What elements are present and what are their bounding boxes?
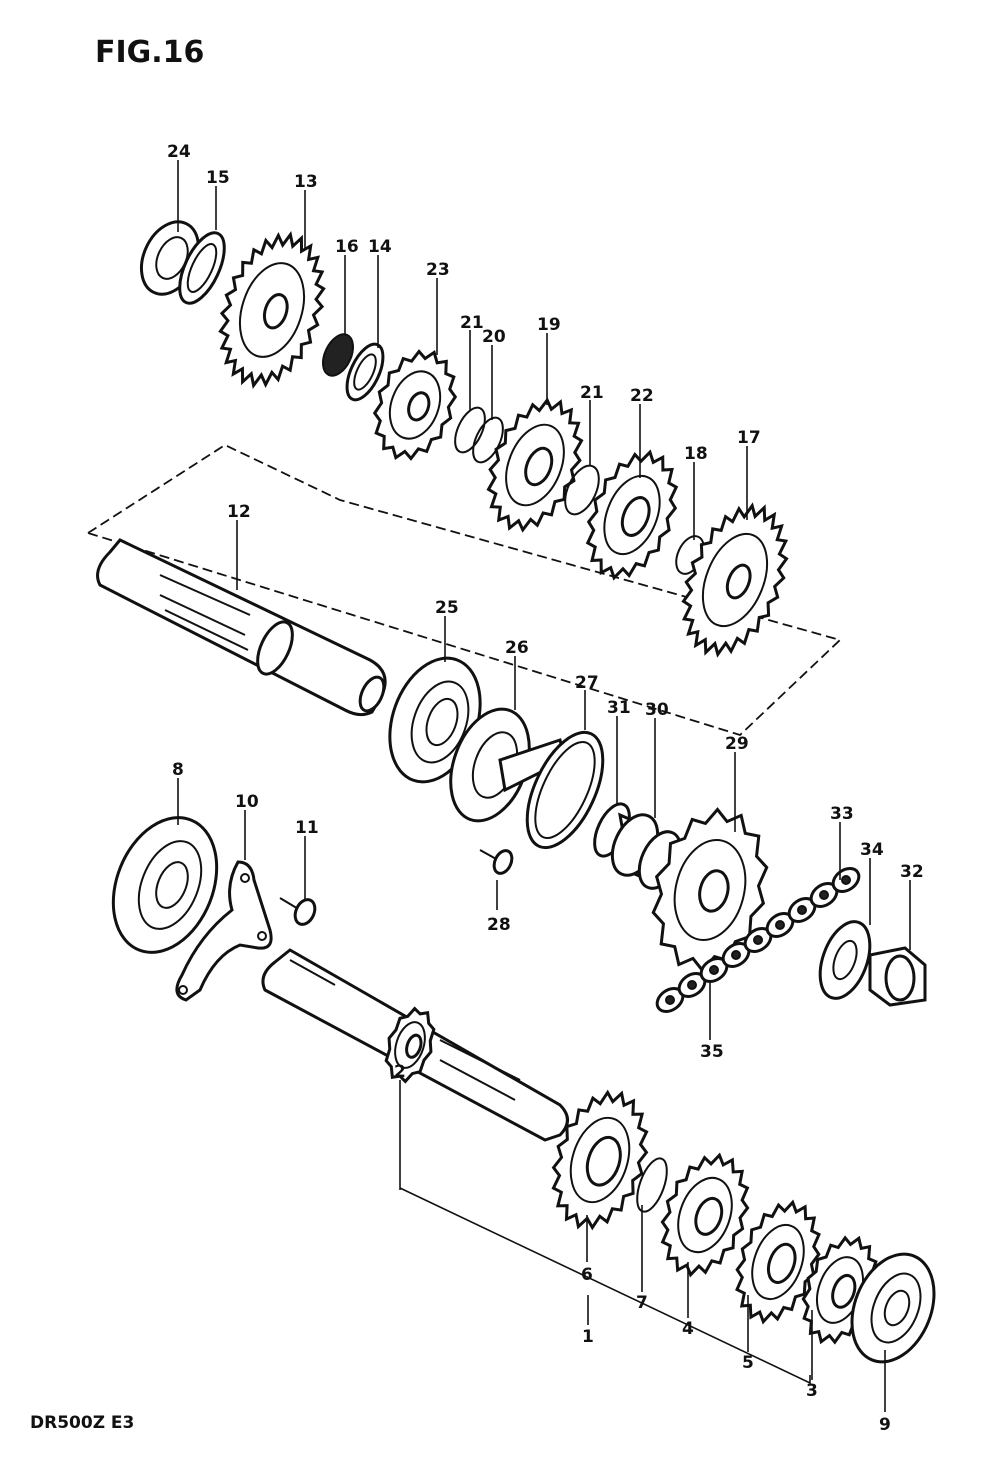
gear-icon — [384, 1006, 436, 1084]
callout-28: 28 — [487, 915, 511, 935]
gear-icon — [486, 397, 584, 533]
callout-labels: 24 15 13 16 14 23 21 20 19 21 22 18 17 1… — [167, 142, 924, 1435]
callout-11: 11 — [295, 818, 319, 838]
callout-5: 5 — [742, 1353, 754, 1373]
callout-13: 13 — [294, 172, 318, 192]
callout-3: 3 — [806, 1381, 818, 1401]
callout-21a: 21 — [460, 313, 484, 333]
callout-34: 34 — [860, 840, 884, 860]
callout-31: 31 — [607, 698, 631, 718]
callout-2: 2 — [394, 1062, 406, 1082]
circlip-icon — [454, 406, 504, 464]
callout-18: 18 — [684, 444, 708, 464]
callout-9: 9 — [879, 1415, 891, 1435]
callout-8: 8 — [172, 760, 184, 780]
bolt-icon — [479, 849, 514, 875]
callout-10: 10 — [235, 792, 259, 812]
callout-30: 30 — [645, 700, 669, 720]
gear-icon — [735, 1199, 821, 1325]
bearing-icon — [111, 816, 219, 954]
washer-icon — [178, 231, 226, 305]
gear-icon — [218, 230, 326, 390]
bearing-icon — [321, 333, 355, 377]
callout-27: 27 — [575, 673, 599, 693]
washer-icon — [449, 707, 567, 823]
callout-15: 15 — [206, 168, 230, 188]
callout-26: 26 — [505, 638, 529, 658]
countershaft-group-outline — [87, 443, 842, 737]
washer-icon — [345, 342, 385, 402]
shaft-icon — [96, 538, 387, 717]
circlip-icon — [564, 464, 600, 516]
callout-14: 14 — [368, 237, 392, 257]
callout-35: 35 — [700, 1042, 724, 1062]
callout-22: 22 — [630, 386, 654, 406]
gear-icon — [551, 1089, 649, 1231]
callout-12: 12 — [227, 502, 251, 522]
callout-21b: 21 — [580, 383, 604, 403]
chain-icon — [655, 867, 861, 1013]
gear-icon — [681, 502, 789, 658]
model-label: DR500Z E3 — [30, 1413, 134, 1433]
callout-23: 23 — [426, 260, 450, 280]
gear-icon — [585, 449, 679, 581]
bolt-icon — [279, 897, 317, 926]
callout-19: 19 — [537, 315, 561, 335]
callout-6: 6 — [581, 1265, 593, 1285]
callout-1: 1 — [582, 1327, 594, 1347]
retainer-plate-icon — [175, 860, 273, 1002]
sprocket-icon — [651, 807, 769, 973]
nut-icon — [868, 946, 927, 1007]
callout-4: 4 — [682, 1319, 694, 1339]
washer-icon — [525, 730, 605, 850]
bearing-icon — [850, 1252, 936, 1364]
gear-icon — [660, 1152, 750, 1278]
callout-33: 33 — [830, 804, 854, 824]
callout-29: 29 — [725, 734, 749, 754]
callout-32: 32 — [900, 862, 924, 882]
callout-16: 16 — [335, 237, 359, 257]
callout-24: 24 — [167, 142, 191, 162]
figure-title: FIG.16 — [95, 35, 204, 70]
driveshaft-group-bracket — [399, 1187, 811, 1385]
callout-17: 17 — [737, 428, 761, 448]
callout-25: 25 — [435, 598, 459, 618]
washer-icon — [818, 920, 872, 1000]
gear-icon — [372, 349, 458, 461]
callout-20: 20 — [482, 327, 506, 347]
leader-lines — [177, 160, 911, 1412]
callout-7: 7 — [636, 1293, 648, 1313]
